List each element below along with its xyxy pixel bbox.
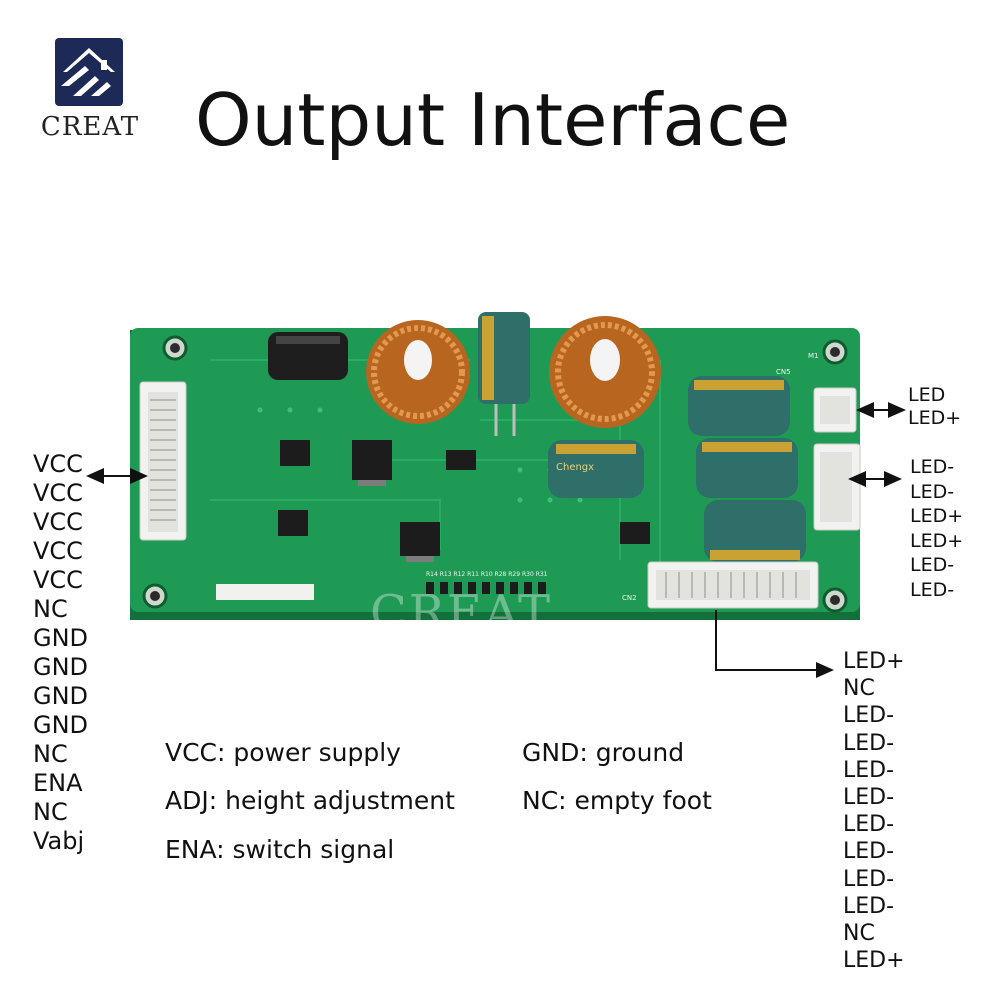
top-right-pin: LED — [908, 384, 946, 406]
cn2-label: CN2 — [622, 594, 637, 602]
left-pin-list: VCC VCC VCC VCC VCC NC GND GND GND GND N… — [33, 450, 88, 856]
capacitor-upright — [478, 312, 530, 436]
bottom-pin: LED- — [843, 784, 895, 810]
mountain-house-logo-icon — [55, 38, 123, 106]
mid-right-pin: LED- — [910, 578, 955, 601]
legend-gnd: GND: ground — [522, 738, 685, 767]
bottom-pin: NC — [843, 920, 875, 946]
resistor-row — [426, 582, 546, 594]
legend-vcc: VCC: power supply — [165, 738, 401, 767]
left-pin: VCC — [33, 508, 83, 536]
mid-right-pin: LED+ — [910, 529, 964, 552]
capacitor-small — [268, 332, 348, 380]
bottom-pin: NC — [843, 676, 875, 702]
left-pin: GND — [33, 711, 89, 739]
cap-brand-label: Chengx — [556, 462, 594, 473]
resistor-row-label: R14 R13 R12 R11 R10 R28 R29 R30 R31 — [426, 571, 548, 578]
left-pin: VCC — [33, 537, 83, 565]
legend-nc: NC: empty foot — [522, 786, 712, 815]
left-pin: Vabj — [33, 827, 85, 855]
mid-right-pin-list: LED- LED- LED+ LED+ LED- LED- — [910, 455, 963, 602]
bottom-pin: LED+ — [843, 649, 905, 674]
brand-name: CREAT — [40, 112, 140, 142]
page-title: Output Interface — [195, 78, 791, 162]
cn5-label: CN5 — [776, 368, 791, 376]
left-pin: NC — [33, 595, 68, 623]
mid-right-pin: LED- — [910, 456, 955, 478]
watermark: CREAT — [370, 585, 552, 641]
connector-cn2 — [647, 561, 819, 609]
bottom-pin: LED- — [843, 866, 895, 892]
ic-chips — [278, 440, 650, 556]
left-pin: VCC — [33, 566, 83, 594]
left-pin: VCC — [33, 479, 83, 507]
label-pad — [216, 584, 314, 600]
bottom-pin: LED+ — [843, 948, 905, 974]
mid-right-pin: LED+ — [910, 505, 964, 527]
m1-label: M1 — [808, 352, 819, 360]
bottom-pin: LED- — [843, 839, 895, 865]
connector-right — [813, 443, 861, 531]
inductor-left — [366, 320, 470, 424]
bottom-pin: LED- — [843, 730, 895, 756]
legend-adj: ADJ: height adjustment — [165, 786, 455, 815]
brand-logo: CREAT — [40, 38, 140, 148]
led-driver-board: R14 R13 R12 R11 R10 R28 R29 R30 R31 CN2 … — [130, 312, 861, 620]
top-right-pin-list: LED LED+ — [908, 384, 961, 430]
left-pin: GND — [33, 682, 89, 710]
left-pin: VCC — [33, 450, 83, 478]
capacitor-center — [548, 440, 644, 498]
bottom-pin-list: LED+ NC LED- LED- LED- LED- LED- LED- LE… — [843, 648, 905, 974]
connector-cn5 — [813, 387, 857, 433]
legend-ena: ENA: switch signal — [165, 835, 395, 864]
bottom-pin: LED- — [843, 893, 895, 919]
left-pin: ENA — [33, 769, 83, 797]
inductor-right — [549, 316, 661, 428]
mid-right-pin: LED- — [910, 480, 955, 503]
pcb-body — [130, 328, 860, 612]
left-pin: GND — [33, 653, 89, 681]
left-pin: NC — [33, 798, 68, 826]
bottom-pin: LED- — [843, 703, 895, 729]
left-pin: GND — [33, 624, 89, 652]
bottom-pin: LED- — [843, 812, 895, 838]
bottom-pin: LED- — [843, 757, 895, 783]
mid-right-pin: LED- — [910, 554, 955, 576]
top-right-pin: LED+ — [908, 407, 962, 429]
capacitor-bank — [688, 376, 806, 562]
left-pin: NC — [33, 740, 68, 768]
